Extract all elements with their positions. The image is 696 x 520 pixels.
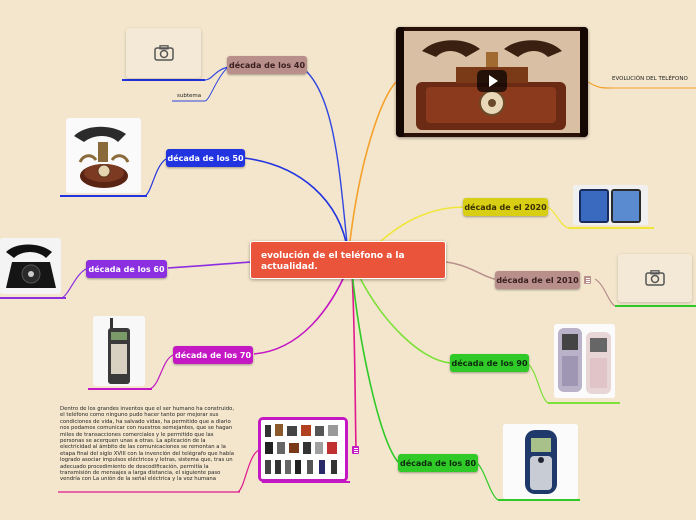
- image-smartphones-d2020[interactable]: [573, 185, 648, 225]
- connector-d2020: [379, 206, 464, 243]
- connector-d40-photo: [204, 66, 229, 81]
- image-siemens-phones-d90[interactable]: [554, 324, 615, 398]
- image-placeholder-d2010[interactable]: [618, 254, 692, 302]
- node-decada-2020[interactable]: década de el 2020: [463, 198, 548, 216]
- connector-d50: [243, 157, 349, 253]
- connector-d80: [351, 271, 399, 463]
- video-thumbnail[interactable]: [396, 27, 588, 137]
- image-brick-phone-d70[interactable]: [93, 316, 145, 386]
- notes-icon[interactable]: [584, 276, 591, 284]
- camera-icon: [645, 270, 665, 286]
- video-caption[interactable]: EVOLUCIÓN DEL TELÉFONO: [612, 76, 688, 82]
- connector-video: [349, 81, 397, 242]
- camera-icon: [153, 45, 174, 61]
- node-decada-60[interactable]: década de los 60: [86, 260, 167, 278]
- connector-subtema: [204, 66, 229, 102]
- connector-d70: [253, 267, 349, 355]
- history-paragraph: Dentro de los grandes inventos que el se…: [60, 406, 235, 483]
- node-decada-70[interactable]: década de los 70: [173, 346, 253, 364]
- notes-icon[interactable]: [352, 446, 359, 454]
- node-decada-2010[interactable]: década de el 2010: [495, 271, 580, 289]
- connector-d40: [299, 65, 349, 253]
- node-decada-40[interactable]: década de los 40: [227, 56, 307, 74]
- node-decada-50[interactable]: década de los 50: [166, 149, 245, 167]
- subtema-label[interactable]: subtema: [177, 93, 202, 99]
- connector-paragraph: [351, 271, 357, 451]
- central-topic[interactable]: evolución de el teléfono a la actualidad…: [250, 241, 446, 279]
- image-nokia-phone-d80[interactable]: [503, 424, 578, 499]
- image-placeholder-d40[interactable]: [126, 28, 201, 78]
- node-decada-80[interactable]: década de los 80: [398, 454, 478, 472]
- connector-d2010: [445, 261, 496, 280]
- image-antique-phone-d50[interactable]: [66, 118, 141, 193]
- image-black-phone-d60[interactable]: [0, 238, 61, 294]
- image-phone-collection[interactable]: [258, 417, 348, 482]
- play-icon[interactable]: [477, 70, 507, 92]
- connector-d90: [355, 269, 451, 364]
- node-decada-90[interactable]: década de los 90: [450, 354, 529, 372]
